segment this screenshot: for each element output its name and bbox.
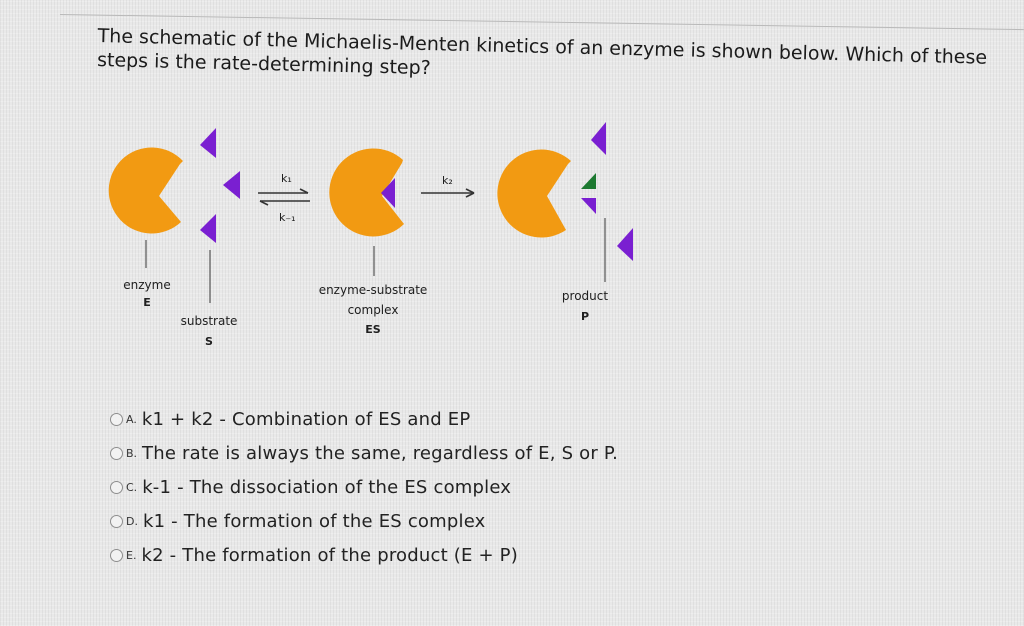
es-complex-enzyme-shape bbox=[329, 148, 404, 237]
label-es-symbol: ES bbox=[365, 323, 381, 336]
released-enzyme-shape bbox=[497, 149, 571, 238]
radio-button-a[interactable] bbox=[110, 412, 123, 426]
radio-button-c[interactable] bbox=[110, 480, 123, 494]
label-substrate-symbol: S bbox=[205, 335, 213, 348]
product-piece-green bbox=[581, 173, 596, 189]
option-b[interactable]: B. The rate is always the same, regardle… bbox=[110, 436, 618, 470]
option-e-letter: E. bbox=[126, 548, 137, 562]
option-d-letter: D. bbox=[126, 514, 138, 528]
enzyme-shape bbox=[108, 147, 183, 234]
label-complex: complex bbox=[348, 303, 399, 317]
label-es-complex: enzyme-substrate bbox=[319, 283, 428, 297]
label-substrate: substrate bbox=[181, 314, 238, 328]
option-e-text: k2 - The formation of the product (E + P… bbox=[141, 544, 518, 566]
option-d-text: k1 - The formation of the ES complex bbox=[142, 510, 486, 532]
rate-label-k-minus1: k₋₁ bbox=[279, 211, 296, 224]
option-c[interactable]: C. k-1 - The dissociation of the ES comp… bbox=[110, 470, 618, 504]
label-product-symbol: P bbox=[581, 310, 589, 323]
radio-button-b[interactable] bbox=[110, 446, 123, 460]
product-piece-purple bbox=[581, 198, 596, 214]
product-arrow-head bbox=[465, 188, 475, 198]
option-b-text: The rate is always the same, regardless … bbox=[142, 442, 619, 464]
option-d[interactable]: D. k1 - The formation of the ES complex bbox=[110, 504, 618, 538]
label-enzyme: enzyme bbox=[123, 278, 170, 292]
substrate-piece-low bbox=[200, 214, 216, 243]
label-product: product bbox=[562, 289, 608, 303]
option-c-letter: C. bbox=[126, 480, 138, 494]
radio-button-d[interactable] bbox=[110, 514, 123, 528]
substrate-piece-top bbox=[200, 128, 216, 158]
label-enzyme-symbol: E bbox=[143, 296, 151, 309]
option-a-letter: A. bbox=[126, 412, 137, 426]
option-e[interactable]: E. k2 - The formation of the product (E … bbox=[110, 538, 618, 572]
option-b-letter: B. bbox=[126, 446, 138, 460]
substrate-piece-lower-right bbox=[617, 228, 633, 261]
option-a[interactable]: A. k1 + k2 - Combination of ES and EP bbox=[110, 402, 618, 436]
rate-label-k1: k₁ bbox=[281, 172, 292, 185]
answer-options: A. k1 + k2 - Combination of ES and EP B.… bbox=[110, 402, 618, 572]
es-complex-substrate bbox=[381, 178, 395, 208]
radio-button-e[interactable] bbox=[110, 548, 123, 562]
substrate-piece-upper-right bbox=[591, 122, 606, 155]
option-a-text: k1 + k2 - Combination of ES and EP bbox=[141, 408, 471, 430]
rate-label-k2: k₂ bbox=[442, 174, 453, 187]
reverse-arrow-head bbox=[259, 200, 269, 206]
substrate-piece-mid bbox=[223, 171, 240, 199]
option-c-text: k-1 - The dissociation of the ES complex bbox=[142, 476, 512, 498]
forward-arrow-head bbox=[299, 188, 309, 194]
